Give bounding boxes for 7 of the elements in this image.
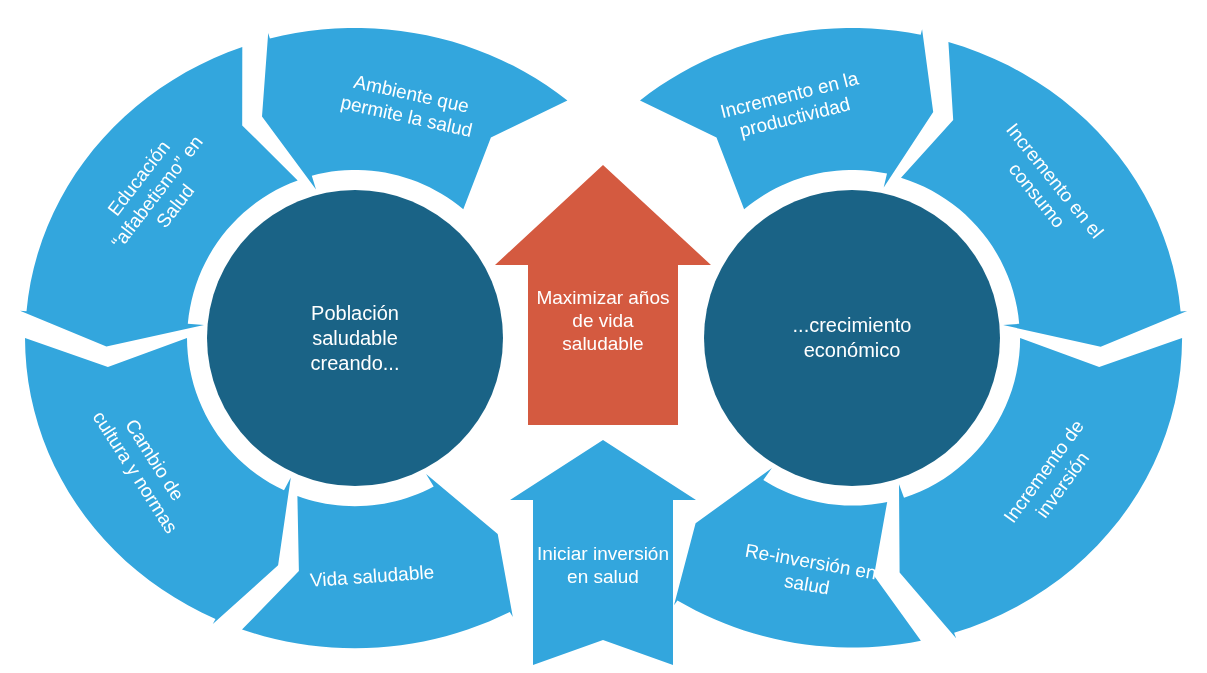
arrow-label: Iniciar inversión en salud [537,542,669,588]
arrow-label: Maximizar años de vida saludable [535,285,671,355]
arrow-label: Vida saludable [308,560,437,594]
circle-label: Población saludable creando... [309,300,401,376]
arrow-label: Re-inversión en salud [742,539,880,601]
arrow-label: Ambiente que permite la salud [337,69,476,143]
circle-label: ...crecimiento económico [791,313,913,363]
